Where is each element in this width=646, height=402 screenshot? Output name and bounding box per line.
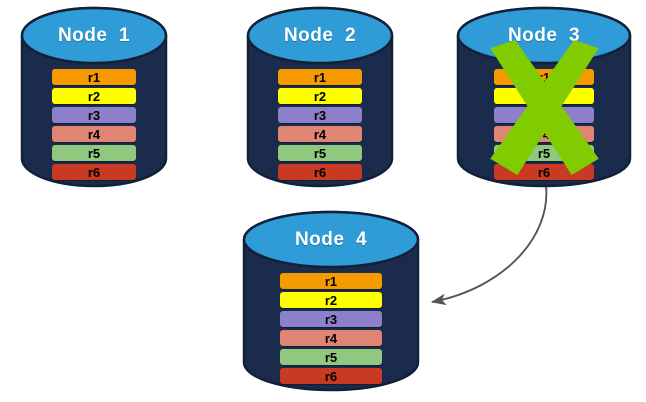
record-list: r1 r2 r3 r4 r5 r6 bbox=[278, 69, 362, 180]
record-label: r6 bbox=[537, 164, 551, 180]
record-label: r3 bbox=[87, 107, 101, 123]
cylinder-top-ellipse bbox=[246, 6, 394, 65]
record-label: r4 bbox=[87, 126, 101, 142]
record-bar[interactable]: r6 bbox=[52, 164, 136, 180]
record-label: r4 bbox=[324, 330, 338, 346]
record-bar[interactable]: r2 bbox=[280, 292, 382, 308]
record-bar[interactable]: r4 bbox=[52, 126, 136, 142]
record-label: r3 bbox=[313, 107, 327, 123]
record-label: r5 bbox=[313, 145, 327, 161]
record-label: r4 bbox=[537, 126, 551, 142]
record-bar[interactable]: r6 bbox=[278, 164, 362, 180]
record-bar[interactable]: r5 bbox=[278, 145, 362, 161]
record-bar[interactable]: r3 bbox=[280, 311, 382, 327]
record-label: r2 bbox=[87, 88, 101, 104]
record-list: r1 r2 r3 r4 r5 r6 bbox=[494, 69, 594, 180]
record-label: r3 bbox=[537, 107, 551, 123]
cylinder-top-ellipse bbox=[456, 6, 632, 65]
record-bar[interactable]: r1 bbox=[494, 69, 594, 85]
record-label: r5 bbox=[87, 145, 101, 161]
record-label: r5 bbox=[537, 145, 551, 161]
record-bar[interactable]: r2 bbox=[278, 88, 362, 104]
record-bar[interactable]: r4 bbox=[494, 126, 594, 142]
record-bar[interactable]: r3 bbox=[278, 107, 362, 123]
record-bar[interactable]: r5 bbox=[280, 349, 382, 365]
record-label: r5 bbox=[324, 349, 338, 365]
record-bar[interactable]: r1 bbox=[52, 69, 136, 85]
record-bar[interactable]: r3 bbox=[52, 107, 136, 123]
record-label: r1 bbox=[87, 69, 101, 85]
record-label: r1 bbox=[324, 273, 338, 289]
record-label: r6 bbox=[87, 164, 101, 180]
cylinder-top-ellipse bbox=[20, 6, 168, 65]
record-bar[interactable]: r1 bbox=[280, 273, 382, 289]
record-list: r1 r2 r3 r4 r5 r6 bbox=[280, 273, 382, 384]
record-bar[interactable]: r1 bbox=[278, 69, 362, 85]
record-label: r2 bbox=[313, 88, 327, 104]
cylinder-top-ellipse bbox=[242, 210, 420, 269]
record-label: r2 bbox=[537, 88, 551, 104]
record-bar[interactable]: r5 bbox=[494, 145, 594, 161]
record-bar[interactable]: r4 bbox=[278, 126, 362, 142]
record-label: r1 bbox=[537, 69, 551, 85]
record-bar[interactable]: r6 bbox=[494, 164, 594, 180]
record-label: r1 bbox=[313, 69, 327, 85]
record-label: r6 bbox=[324, 368, 338, 384]
record-list: r1 r2 r3 r4 r5 r6 bbox=[52, 69, 136, 180]
record-label: r4 bbox=[313, 126, 327, 142]
record-bar[interactable]: r5 bbox=[52, 145, 136, 161]
record-bar[interactable]: r2 bbox=[494, 88, 594, 104]
record-label: r3 bbox=[324, 311, 338, 327]
record-label: r2 bbox=[324, 292, 338, 308]
record-label: r6 bbox=[313, 164, 327, 180]
record-bar[interactable]: r6 bbox=[280, 368, 382, 384]
record-bar[interactable]: r4 bbox=[280, 330, 382, 346]
record-bar[interactable]: r3 bbox=[494, 107, 594, 123]
record-bar[interactable]: r2 bbox=[52, 88, 136, 104]
